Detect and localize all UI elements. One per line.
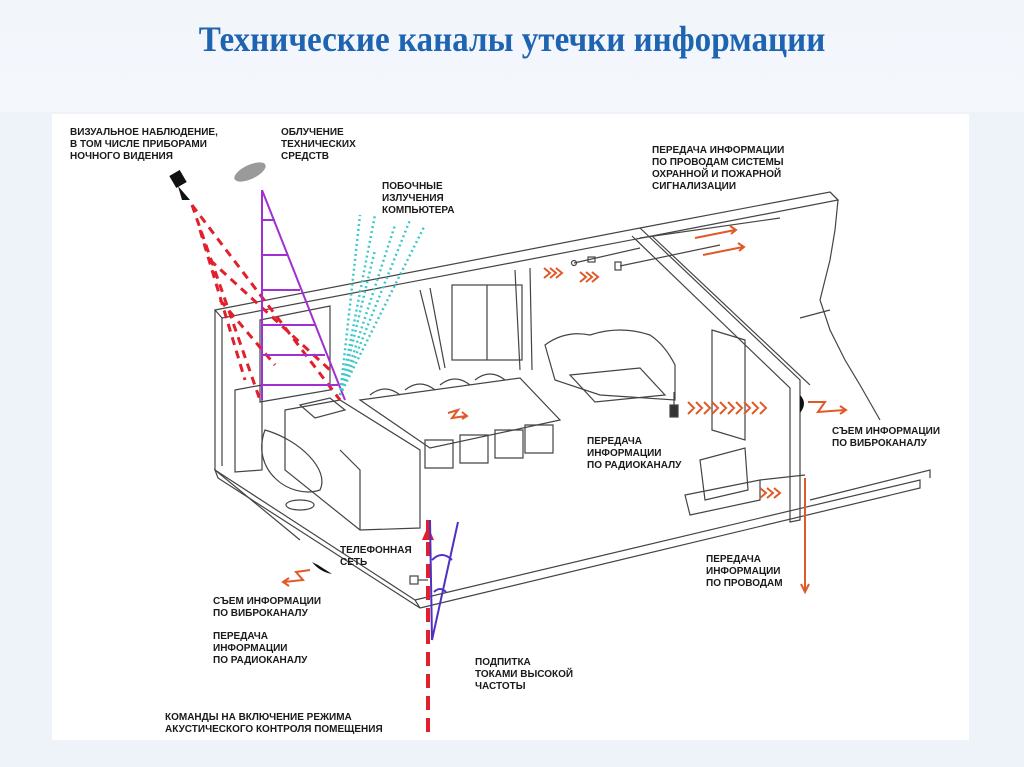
- keyboard: [298, 397, 347, 419]
- arrow-alarm-2: [702, 242, 746, 256]
- floor-front-right: [414, 479, 921, 609]
- vibro-arrow-left: [281, 569, 311, 587]
- label-acoustic-commands: Команды на включение режимаакустического…: [165, 712, 383, 735]
- window-left: [259, 305, 331, 403]
- irradiation-beam: [261, 189, 346, 401]
- conference-table: [358, 377, 562, 449]
- vibro-sensor-left: [312, 562, 332, 574]
- label-vibro-left: Съем информациипо виброканалу: [213, 596, 322, 619]
- irradiation-source-icon: [234, 162, 266, 182]
- label-visual-observation: Визуальное наблюдение,в том числе прибор…: [70, 127, 218, 162]
- partition-wall: [631, 227, 801, 523]
- office-chair: [261, 429, 323, 493]
- label-vibro-right: Съем информациипо виброканалу: [832, 426, 941, 449]
- alarm-wires: [573, 217, 781, 267]
- phone-socket: [409, 575, 419, 585]
- arrow-alarm-1: [694, 225, 738, 239]
- vibro-arrow-right: [808, 401, 848, 415]
- label-wires: Передачаинформациипо проводам: [706, 554, 783, 589]
- phone-line-arrowhead: [422, 526, 434, 540]
- night-vision-camera-icon: [169, 169, 190, 200]
- label-phone-network: Телефоннаясеть: [340, 545, 412, 568]
- torn-wall-edge: [819, 191, 881, 421]
- label-side-emissions: Побочныеизлучениякомпьютера: [382, 181, 455, 216]
- chairs-front: [424, 424, 554, 469]
- table-bug-arrow: [447, 408, 469, 420]
- door: [711, 329, 746, 441]
- cabinet: [234, 384, 263, 473]
- arrow-wires-down: [800, 478, 810, 595]
- label-alarm-wires: Передача информациипо проводам системыох…: [652, 145, 785, 192]
- room-outline: [213, 191, 931, 609]
- chevrons-wall-1: [543, 267, 564, 279]
- leakage-arrows: [281, 225, 848, 595]
- radio-waves-chevrons: [687, 401, 768, 415]
- label-radio-center: Передачаинформациипо радиоканалу: [587, 436, 682, 471]
- label-radio-left: Передачаинформациипо радиоканалу: [213, 631, 308, 666]
- label-irradiation: Облучениетехническихсредств: [281, 127, 356, 162]
- desk: [284, 399, 421, 531]
- chevrons-monitor: [759, 487, 782, 499]
- sofa: [544, 329, 676, 401]
- chevrons-wall-2: [579, 271, 600, 283]
- chairs-back: [369, 373, 506, 396]
- coffee-table: [568, 367, 667, 403]
- visual-observation-rays: [190, 204, 342, 401]
- back-wall-top: [213, 191, 840, 319]
- slide-title: Технические каналы утечки информации: [198, 19, 826, 59]
- diagram-panel: [52, 114, 969, 740]
- vibro-sensor-right: [800, 395, 804, 413]
- hf-feed-lines: [429, 519, 459, 641]
- curtains: [419, 267, 533, 371]
- computer-side-emissions: [338, 214, 427, 396]
- title-band: [0, 0, 1024, 112]
- footer-band: [0, 740, 1024, 767]
- label-hf-feed: Подпиткатоками высокойчастоты: [475, 657, 574, 692]
- radio-bug: [669, 404, 679, 418]
- computer-monitor: [699, 447, 749, 501]
